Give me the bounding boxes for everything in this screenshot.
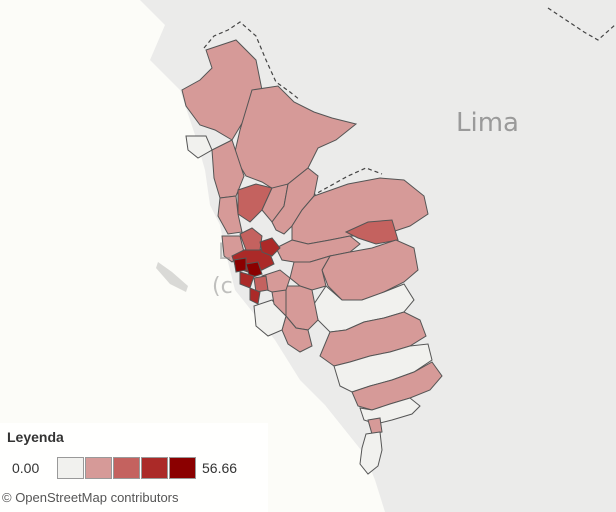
legend-min-label: 0.00: [12, 460, 40, 476]
map-attribution[interactable]: © OpenStreetMap contributors: [2, 490, 179, 505]
province-boundary-north: [203, 21, 301, 101]
legend-swatch-5: [169, 457, 196, 479]
legend-swatch-3: [113, 457, 140, 479]
legend-swatch-2: [85, 457, 112, 479]
district-la-victoria[interactable]: [245, 261, 263, 279]
city-label-top: L: [218, 240, 231, 265]
city-label-bottom: (c: [212, 274, 233, 299]
district-breña[interactable]: [233, 257, 247, 273]
province-boundary-east: [311, 167, 383, 197]
district-surquillo[interactable]: [253, 275, 269, 293]
district-villa-el-salvador[interactable]: [281, 314, 313, 353]
district-san-martin-porres[interactable]: [239, 227, 263, 251]
district-santa-maria[interactable]: [367, 417, 383, 435]
pacific-ocean: [0, 0, 385, 512]
district-chorrillos[interactable]: [253, 299, 287, 337]
legend-panel: Leyenda 0.00 56.66 © OpenStreetMap contr…: [0, 423, 268, 512]
legend-title: Leyenda: [7, 429, 64, 445]
legend-swatch-4: [141, 457, 168, 479]
district-santa-rosa[interactable]: [185, 135, 213, 159]
island: [156, 262, 188, 292]
province-boundary-northeast: [547, 7, 616, 41]
district-pucusana[interactable]: [359, 431, 383, 475]
district-los-olivos[interactable]: [217, 195, 243, 235]
legend-color-scale: [57, 457, 196, 479]
districts: [181, 39, 443, 475]
district-cieneguilla[interactable]: [321, 239, 419, 301]
district-ate[interactable]: [275, 235, 361, 263]
district-chaclacayo[interactable]: [344, 219, 399, 245]
legend-max-label: 56.66: [202, 460, 238, 476]
district-barranco[interactable]: [249, 287, 261, 305]
district-carabayllo[interactable]: [233, 85, 358, 193]
district-ancon[interactable]: [181, 39, 263, 141]
district-rimac[interactable]: [259, 237, 281, 257]
legend-swatch-1: [57, 457, 84, 479]
region-label-lima: Lima: [456, 108, 519, 138]
